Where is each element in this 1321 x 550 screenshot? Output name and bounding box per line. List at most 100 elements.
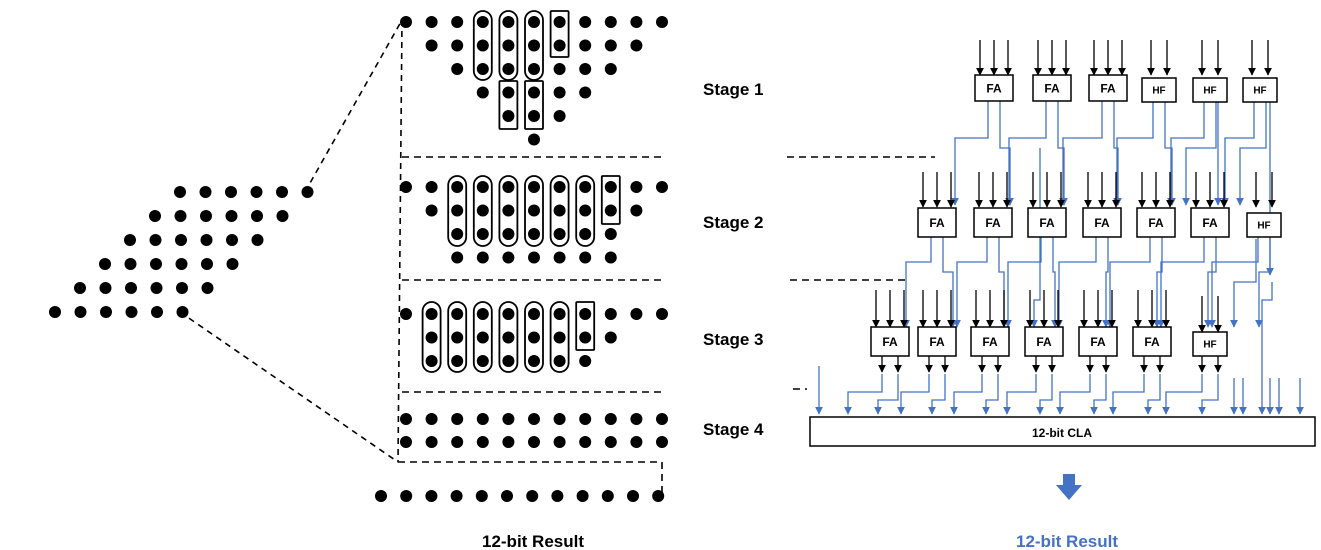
bit-dot	[476, 181, 489, 193]
svg-text:HF: HF	[1203, 340, 1216, 351]
half-adder-group	[524, 80, 544, 130]
bit-dot	[604, 39, 617, 52]
result-dot	[601, 490, 614, 502]
full-adder-block: FA	[1136, 207, 1176, 238]
svg-text:FA: FA	[1100, 81, 1116, 95]
bit-dot	[528, 86, 540, 99]
bit-dot	[502, 86, 515, 99]
partial-product-dot	[226, 234, 238, 246]
full-adder-group	[498, 301, 519, 373]
wire	[1162, 374, 1203, 415]
stage-label-2: Stage 2	[703, 213, 763, 232]
wire	[1157, 237, 1205, 328]
wire	[1164, 101, 1176, 206]
full-adder-block: FA	[973, 207, 1013, 238]
stage-separators	[398, 156, 935, 500]
wire	[1258, 282, 1273, 415]
bit-dot	[553, 413, 566, 425]
cla-block: 12-bit CLA	[809, 416, 1316, 447]
bit-dot	[579, 16, 592, 28]
full-adder-block: FA	[1082, 207, 1122, 238]
bit-dot	[502, 39, 515, 52]
bit-dot	[553, 86, 566, 99]
partial-product-dot	[225, 210, 238, 222]
result-dot	[375, 490, 387, 502]
bit-dot	[579, 86, 592, 99]
wire	[1221, 101, 1255, 206]
right-result-label: 12-bit Result	[1016, 532, 1118, 550]
bit-dot	[502, 308, 515, 320]
result-dot	[652, 490, 665, 502]
bit-dot	[425, 436, 438, 448]
partial-product-dot	[99, 258, 111, 270]
full-adder-block: FA	[1078, 326, 1118, 357]
bit-dot	[502, 251, 515, 264]
stage-label-3: Stage 3	[703, 330, 763, 349]
wire	[998, 237, 1008, 328]
full-adder-block: FA	[917, 207, 957, 238]
bit-dot	[502, 181, 515, 193]
carry-sum-wires	[815, 101, 1304, 415]
wire	[1182, 101, 1217, 206]
wire	[1198, 374, 1219, 415]
full-adder-group	[421, 301, 442, 373]
partial-product-dot	[225, 186, 237, 198]
full-adder-block: FA	[917, 326, 957, 357]
bit-dot	[553, 16, 566, 28]
result-arrow-icon	[1056, 474, 1082, 500]
result-dot	[551, 490, 564, 502]
full-adder-block: FA	[1088, 74, 1128, 102]
result-dot	[627, 490, 639, 502]
full-adder-block: FA	[1027, 207, 1067, 238]
wire	[902, 237, 932, 328]
partial-product-dot	[99, 282, 112, 294]
result-dot	[400, 490, 413, 502]
svg-text:HF: HF	[1257, 221, 1270, 232]
bit-dot	[502, 204, 515, 217]
result-dot	[475, 490, 488, 502]
input-arrows	[872, 40, 1276, 373]
bit-dot	[604, 308, 617, 320]
bit-dot	[476, 204, 489, 217]
bit-dot	[604, 63, 617, 75]
partial-product-dot	[150, 258, 162, 270]
half-adder-group	[498, 80, 519, 130]
partial-product-dot	[124, 234, 136, 246]
bit-dot	[579, 204, 592, 217]
full-adder-block: FA	[974, 74, 1014, 102]
bit-dot	[476, 331, 489, 344]
wire	[874, 374, 899, 415]
bit-dot	[502, 63, 515, 75]
bit-dot	[656, 16, 668, 28]
result-dot	[501, 490, 513, 502]
bit-dot	[630, 39, 643, 52]
left-result-label: 12-bit Result	[482, 532, 584, 550]
full-adder-group	[524, 10, 544, 81]
partial-product-dot	[250, 186, 263, 198]
wire	[1113, 101, 1122, 206]
bit-dot	[502, 331, 515, 344]
partial-product-dot	[100, 306, 112, 318]
wire	[1255, 237, 1271, 328]
bit-dot	[528, 413, 540, 425]
bit-dot	[579, 251, 592, 264]
wire	[1056, 374, 1091, 415]
bit-dot	[553, 181, 566, 193]
partial-product-dot	[149, 210, 161, 222]
bit-dot	[476, 436, 489, 448]
full-adder-group	[549, 175, 570, 247]
partial-product-dot	[174, 186, 186, 198]
full-adder-group	[498, 10, 519, 81]
wire	[1004, 237, 1042, 328]
bit-dot	[579, 436, 592, 448]
partial-product-dot	[251, 234, 264, 246]
bit-dot	[553, 331, 566, 344]
bit-dot	[553, 355, 566, 367]
bit-dot	[630, 436, 643, 448]
stage-label-1: Stage 1	[703, 80, 763, 99]
bit-dot	[502, 228, 515, 240]
cla-label: 12-bit CLA	[1032, 426, 1092, 440]
bit-dot	[528, 436, 540, 448]
half-adder-block: HF	[1192, 77, 1228, 103]
bit-dot	[425, 16, 438, 28]
